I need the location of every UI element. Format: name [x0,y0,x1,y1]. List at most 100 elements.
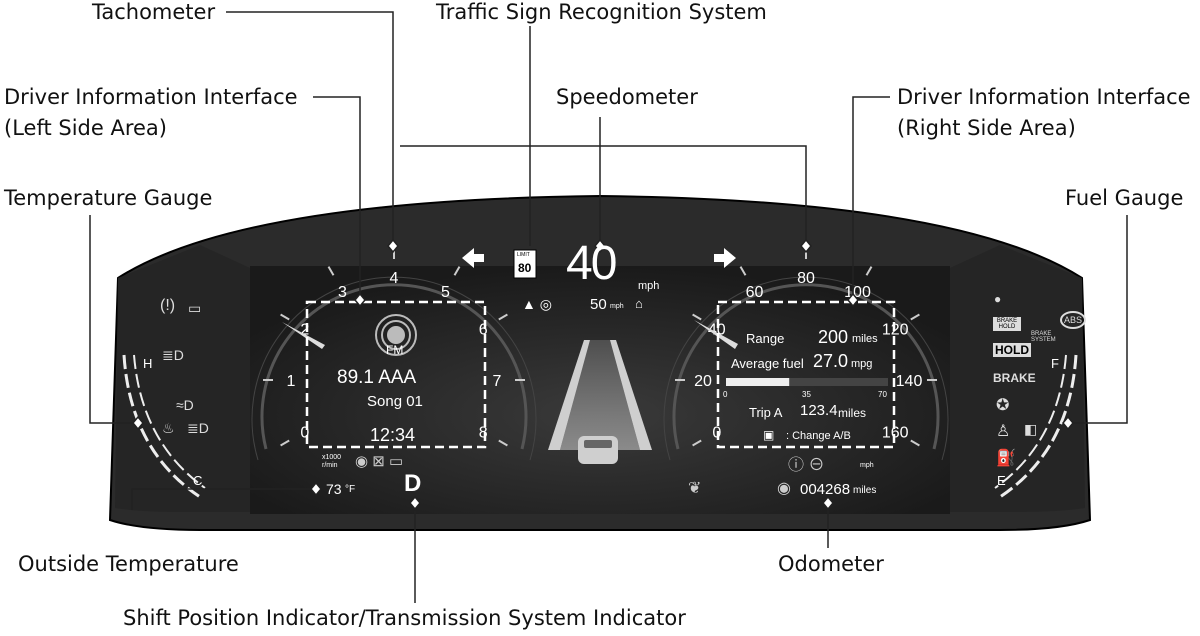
speedometer-tick-mark [910,439,920,447]
fuel-economy-bar-fill [726,378,790,386]
callout-tachometer: Tachometer [92,0,216,24]
lane-keep-icon: ▲ ◎ [522,296,552,312]
speedometer-tick-mark [910,313,920,321]
song-title: Song 01 [367,393,423,410]
speedometer-tick-mark [692,313,702,321]
odometer-icon: ◉ [777,480,791,497]
fuel-gauge-arc-inner [994,354,1067,489]
tachometer-tick-7: 7 [493,373,502,390]
engine-icon: ▭ [188,300,202,316]
acc-speed-unit: mph [610,303,624,310]
callout-dii-left-line1: Driver Information Interface [4,85,298,109]
callout-speedometer: Speedometer [556,85,698,109]
range-label: Range [746,331,785,346]
callout-fuel-gauge: Fuel Gauge [1065,186,1184,210]
speedometer-tick-40: 40 [708,322,726,339]
callout-temperature-gauge: Temperature Gauge [4,186,213,210]
callout-dii-left-line2: (Left Side Area) [4,116,167,140]
seatbelt-icon: ♙ [996,423,1011,440]
brake-hold-small-lamp: BRAKE HOLD [993,317,1021,331]
speedometer-unit: mph [860,462,874,469]
callout-markers [132,238,1074,511]
tachometer-tick-2: 2 [300,322,309,339]
speed-sign-value: 80 [518,261,532,275]
radio-band: FM [386,343,404,357]
tachometer-tick-4: 4 [390,270,399,287]
speedometer-tick-160: 160 [882,425,909,442]
tachometer-tick-mark [280,313,290,321]
left-side-panel [115,245,252,512]
callout-traffic-sign: Traffic Sign Recognition System [436,0,767,24]
right-turn-arrow-icon [714,248,736,268]
sidelight-icon: ≈D [176,397,194,413]
speedometer-tick-100: 100 [844,284,871,301]
temp-low-label: C [193,473,203,488]
speedometer-tick-mark [692,439,702,447]
speed-limit-sign [513,249,537,279]
dii-left-frame [305,300,487,449]
acc-icon: ⌂ [635,296,643,311]
dii-right-frame [716,300,896,449]
fuel-bar-tick-70: 70 [878,390,887,399]
odometer-unit: miles [853,485,877,496]
radio-station: 89.1 AAA [337,367,417,388]
trip-unit: miles [838,406,867,420]
eco-icon: ❦ [688,480,702,497]
tachometer-tick-8: 8 [479,425,488,442]
speedometer-tick-20: 20 [694,373,712,390]
speedometer-dial [663,276,949,461]
outside-temp-value: 73 [326,481,342,497]
fuel-bar-tick-0: 0 [723,390,728,399]
tachometer-tick-6: 6 [479,322,488,339]
odometer-value: 004268 [800,481,851,498]
range-value: 200 [818,327,849,347]
callout-dii-right-line2: (Right Side Area) [897,116,1076,140]
clock: 12:34 [370,425,416,445]
range-unit: miles [852,333,878,345]
callout-lines [89,11,1128,603]
avg-fuel-unit: mpg [851,358,873,370]
tachometer-tick-mark [327,266,335,276]
temp-high-label: H [143,356,153,371]
tach-unit-line1: x1000 [322,454,342,461]
tachometer-dial [251,276,537,461]
headlight-icon: ≣D [187,420,209,436]
acc-speed: 50 [590,296,607,313]
speed-sign-top: LIMIT [517,252,530,258]
callout-shift-position: Shift Position Indicator/Transmission Sy… [123,606,686,630]
tachometer-tick-0: 0 [300,425,309,442]
current-speed: 40 [566,237,617,290]
tachometer-tick-5: 5 [441,284,450,301]
left-turn-arrow-icon [462,248,484,268]
tachometer-tick-mark [453,266,461,276]
callout-odometer: Odometer [778,552,884,576]
current-speed-unit: mph [638,280,660,292]
temperature-gauge-arc-inner [133,354,206,489]
indicator-dot-icon: ● [994,292,1002,306]
change-ab-label: : Change A/B [786,430,851,442]
speedometer-tick-60: 60 [746,284,764,301]
speedometer-tick-140: 140 [896,373,923,390]
change-button-icon: ▣ [763,428,775,442]
tachometer-tick-mark [498,313,508,321]
trip-label: Trip A [749,405,783,420]
tachometer-needle [282,322,325,349]
info-icons-right: ⓘ ⊖ [788,457,825,474]
fuel-full-label: F [1051,356,1059,371]
fuel-economy-bar-track [726,378,888,386]
fuel-pump-icon: ⛽ [996,450,1016,467]
avg-fuel-label: Average fuel [731,356,804,371]
tachometer-tick-mark [280,439,290,447]
door-open-icon: ◧ [1024,421,1038,437]
status-icons-left: ◉ ⊠ ▭ [355,453,404,470]
tachometer-tick-mark [498,439,508,447]
tachometer-tick-1: 1 [287,373,296,390]
abs-lamp: ABS [1060,311,1087,329]
fuel-gauge-arc [999,354,1078,499]
brake-lamp: BRAKE [993,371,1036,385]
temp-icon: ♨ [162,420,175,436]
outside-temp-unit: °F [345,484,356,495]
airbag-icon: ✪ [996,397,1010,414]
